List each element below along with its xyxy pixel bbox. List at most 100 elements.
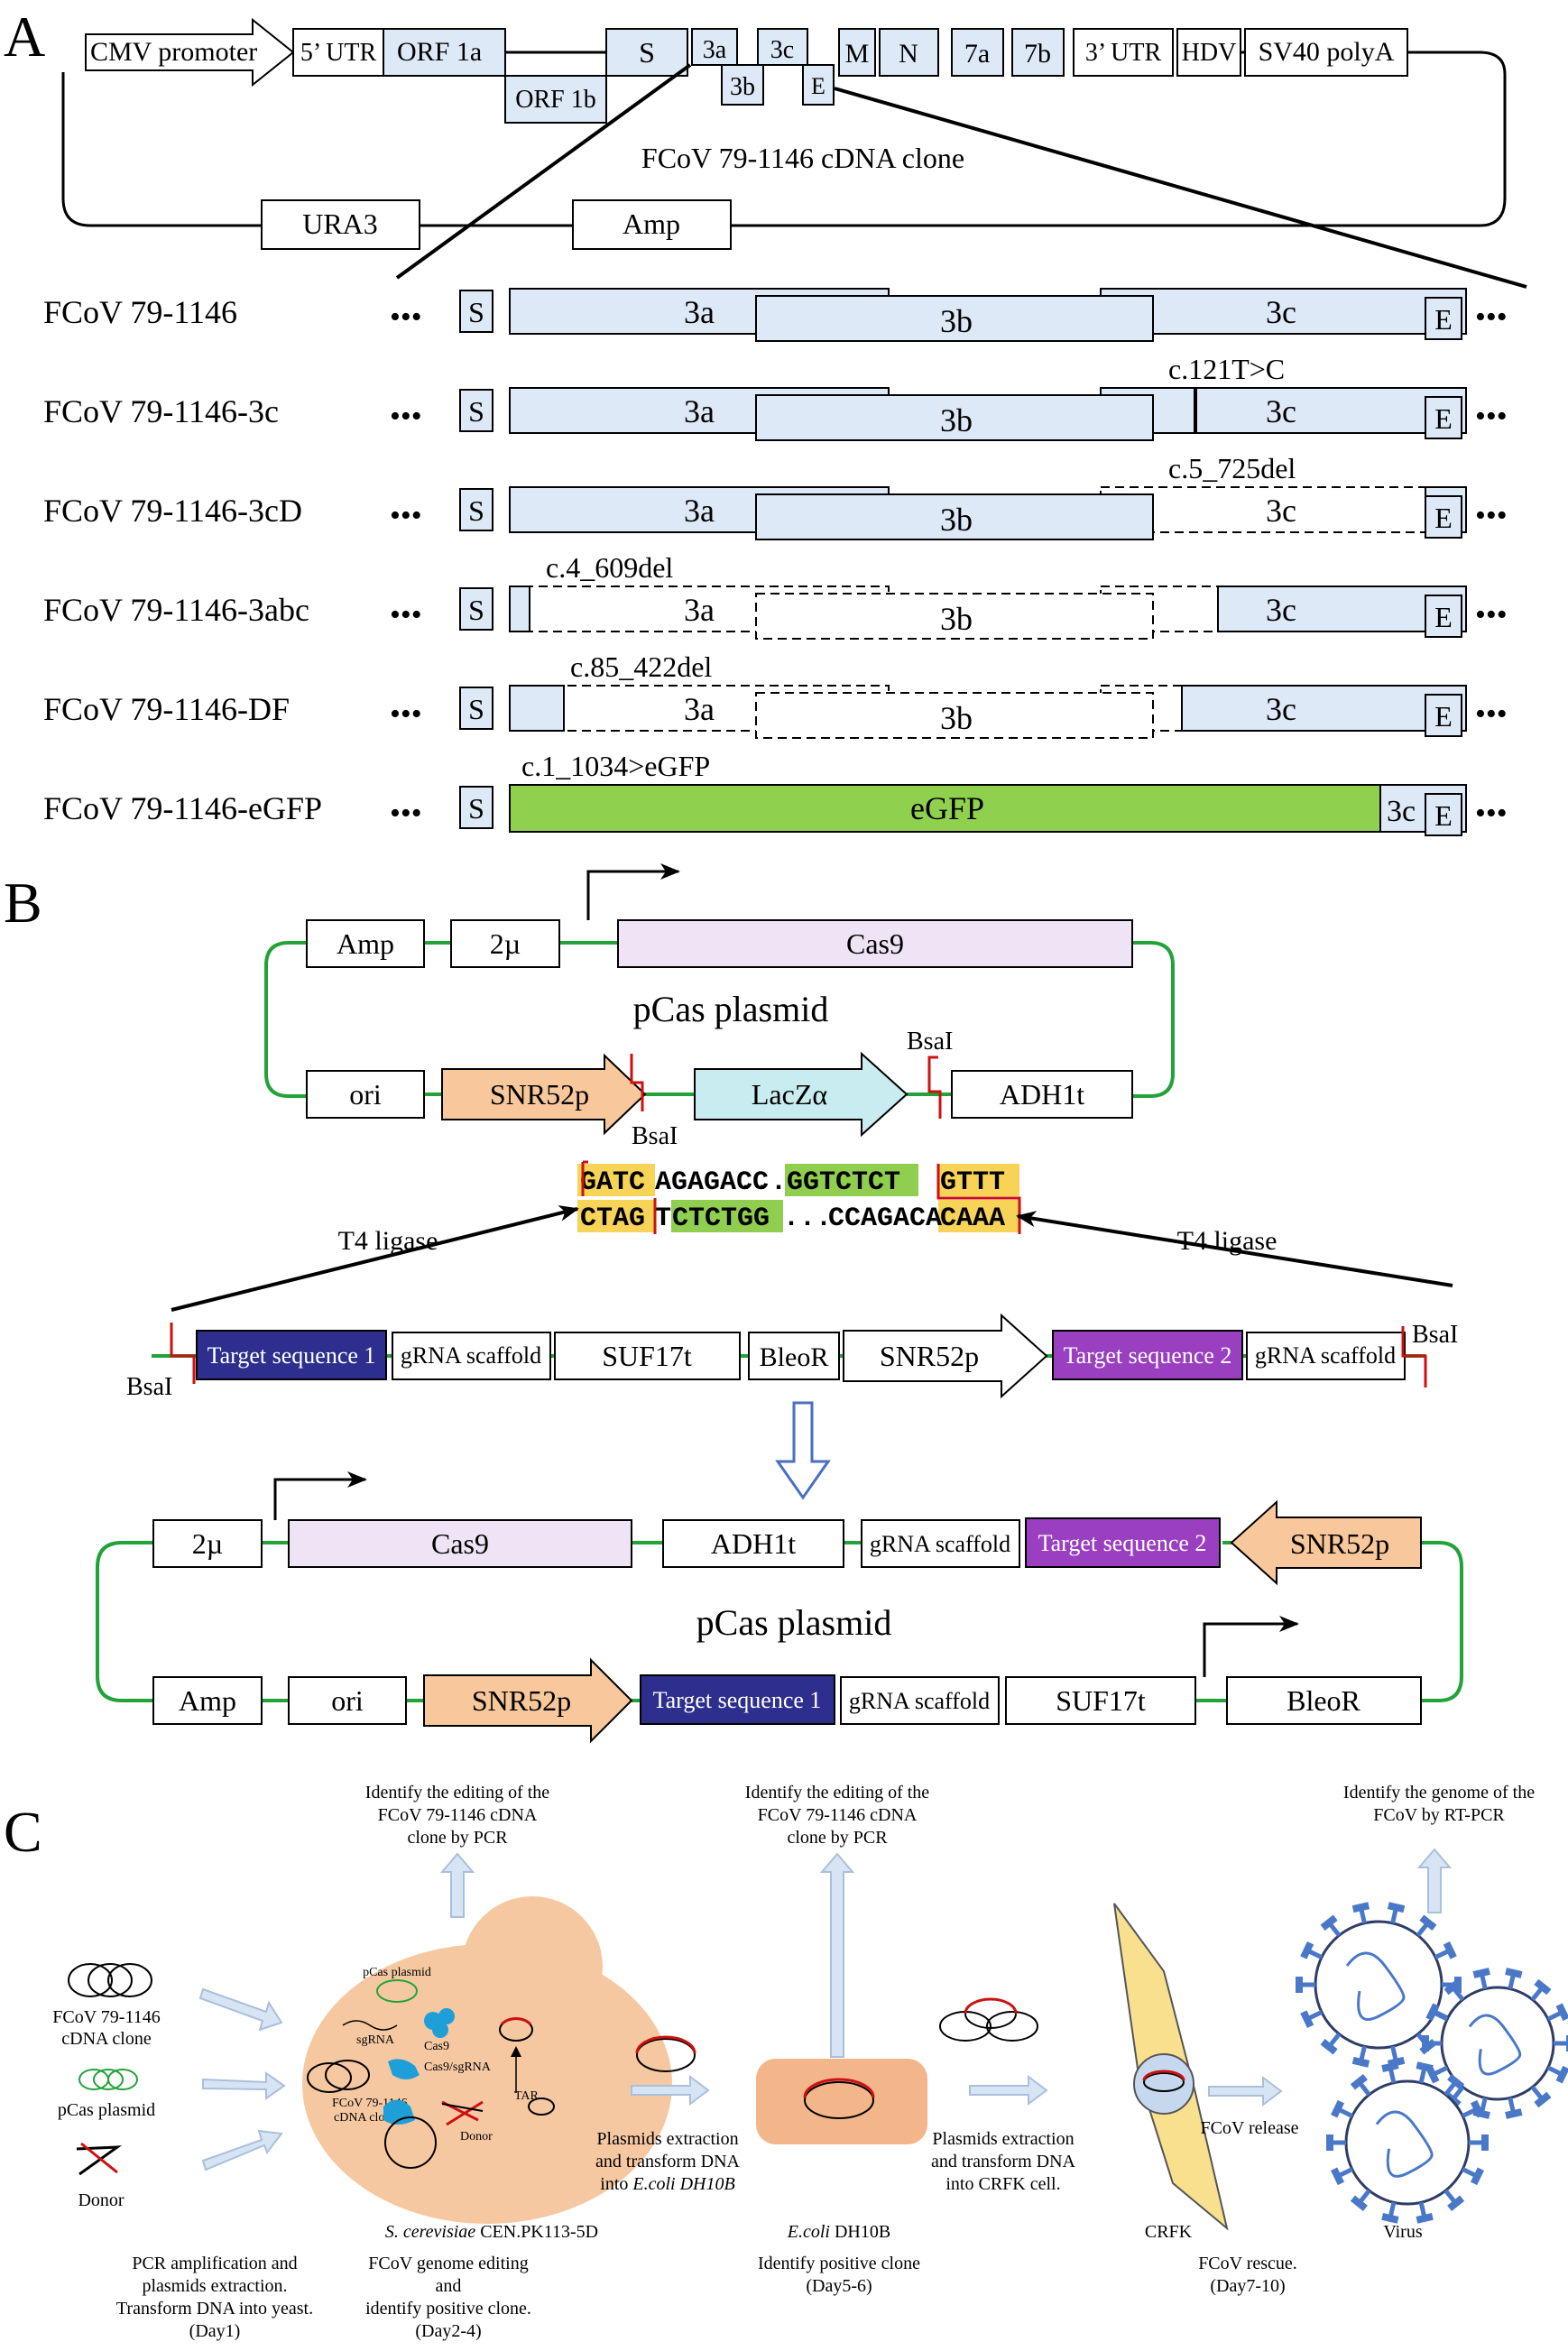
- hdv-label: HDV: [1182, 39, 1237, 67]
- p1-snr52p-label: SNR52p: [490, 1078, 589, 1111]
- insert-snr52p-label: SNR52p: [880, 1340, 979, 1372]
- label-3b-row-1: 3b: [940, 402, 973, 438]
- p1-bsai-left-cut: [630, 1054, 644, 1111]
- pcas-plasmid-1: Amp 2µ Cas9 pCas plasmid ori SNR52p LacZ…: [264, 863, 1175, 1150]
- e-box: [802, 64, 835, 106]
- label-3c-row-1: 3c: [1266, 393, 1296, 429]
- crfk-cell: CRFK: [1113, 1903, 1229, 2242]
- e-label-row-1: E: [1434, 402, 1453, 435]
- label-3b-row-2: 3b: [940, 502, 973, 538]
- arrow-to-virus: [1208, 2076, 1283, 2107]
- s-label-row-5: S: [468, 792, 484, 825]
- day2-line3: identify positive clone.: [365, 2299, 531, 2319]
- input-arrow-1: [198, 1987, 283, 2032]
- day7-line1: FCoV rescue.: [1198, 2254, 1297, 2273]
- label-3c-row-4: 3c: [1266, 691, 1296, 727]
- insert-scaffold2-box: [1246, 1332, 1406, 1380]
- orf1b-box: [504, 75, 607, 124]
- insert-bsai-right-label: BsaI: [1412, 1321, 1458, 1349]
- p1-ori-label: ori: [349, 1078, 382, 1111]
- p1-title: pCas plasmid: [633, 989, 829, 1029]
- panel-label-b: B: [4, 871, 42, 935]
- p1-promoter-arrow: [586, 863, 680, 920]
- yeast-sgrna-label: sgRNA: [356, 2033, 395, 2047]
- e-label-row-4: E: [1434, 700, 1453, 733]
- e-box-row-0: [1425, 297, 1462, 340]
- construct-name-0: FCoV 79-1146: [43, 294, 237, 330]
- p2-bleor-box: [1226, 1676, 1422, 1725]
- virus-label: Virus: [1383, 2222, 1422, 2242]
- p2-suf17t-box: [1005, 1676, 1196, 1725]
- cmv-promoter-arrow: [85, 17, 295, 88]
- timeline-text: PCR amplification and plasmids extractio…: [116, 2254, 1297, 2341]
- seq-top-4: GGTCTCT: [787, 1167, 900, 1198]
- ecoli-cell: E.coli DH10B: [756, 2059, 927, 2242]
- seq-bottom-6: CAAA: [940, 1203, 1005, 1234]
- p2-snr52p-top-label: SNR52p: [1290, 1527, 1389, 1560]
- label-3b-row-4: 3b: [940, 700, 973, 736]
- 7a-box: [951, 28, 1004, 77]
- input-arrow-2: [202, 2071, 286, 2100]
- input-donor-label: Donor: [78, 2190, 124, 2210]
- insert-target2-label: Target sequence 2: [1064, 1342, 1232, 1369]
- 7a-label: 7a: [964, 39, 990, 69]
- ecoli-body: [756, 2059, 927, 2144]
- 3c-label: 3c: [770, 36, 794, 64]
- seq-top-5: GTTT: [940, 1167, 1005, 1198]
- identify2-line3: clone by PCR: [787, 1828, 888, 1848]
- clone-title: FCoV 79-1146 cDNA clone: [641, 142, 964, 174]
- construct-name-1: FCoV 79-1146-3c: [43, 393, 279, 429]
- p1-2mu-label: 2µ: [490, 927, 521, 960]
- ura3-label: URA3: [302, 207, 378, 240]
- seq-bottom-yellow-left: [577, 1200, 655, 1232]
- p1-ori-box: [306, 1070, 425, 1119]
- p1-cas9-box: [617, 919, 1133, 968]
- yeast-donor-label: Donor: [460, 2130, 493, 2144]
- orf1b-label: ORF 1b: [515, 86, 595, 114]
- panel-label-a: A: [4, 5, 45, 69]
- t4-ligase-left-arrow: [171, 1205, 579, 1312]
- insert-scaffold1-label: gRNA scaffold: [401, 1342, 541, 1369]
- insert-snr52p-arrow: [843, 1313, 1048, 1399]
- insert-suf17t-box: [554, 1332, 741, 1380]
- day5-line2: (Day5-6): [806, 2276, 872, 2296]
- day1-line3: Transform DNA into yeast.: [116, 2299, 313, 2319]
- step3-line3: into CRFK cell.: [945, 2174, 1060, 2194]
- e-box-row-2: [1425, 495, 1462, 539]
- 3a-label: 3a: [703, 36, 727, 64]
- t4-ligase-right-arrow: [1016, 1211, 1453, 1287]
- p2-amp-label: Amp: [179, 1684, 236, 1717]
- polya-label: SV40 polyA: [1259, 37, 1395, 67]
- 7b-box: [1011, 28, 1065, 77]
- insert-target1-box: [196, 1330, 387, 1380]
- p2-target1-label: Target sequence 1: [653, 1687, 822, 1713]
- amp-label: Amp: [623, 207, 680, 240]
- s-box-row-1: [459, 389, 493, 432]
- day2-line2: and: [436, 2276, 462, 2296]
- gene-3c-row-0: [1100, 288, 1467, 335]
- insert-bsai-left-label: BsaI: [126, 1373, 172, 1401]
- s-box-row-2: [459, 488, 493, 531]
- p2-promoter-arrow-bottom: [1203, 1616, 1299, 1677]
- p2-title: pCas plasmid: [696, 1602, 892, 1643]
- p2-2mu-label: 2µ: [192, 1527, 223, 1560]
- yeast-pcas-label: pCas plasmid: [363, 1966, 431, 1979]
- virus-particle-1: [1422, 1968, 1568, 2119]
- 3b-box: [721, 64, 764, 106]
- step2-line3: into E.coli DH10B: [600, 2174, 734, 2194]
- p2-adh1t-box: [662, 1519, 844, 1568]
- ellipsis-left-5: •••: [390, 797, 422, 830]
- seq-bottom-2: T: [655, 1203, 671, 1234]
- seq-bottom-5: CCAGACA: [828, 1203, 942, 1234]
- zoom-line-left: [395, 63, 692, 280]
- ecoli-italic: E.coli: [787, 2222, 830, 2242]
- construct-name-3: FCoV 79-1146-3abc: [43, 592, 309, 628]
- yeast-cas9sgrna-label: Cas9/sgRNA: [424, 2061, 492, 2074]
- s-box-row-3: [459, 587, 493, 631]
- s-label-row-1: S: [468, 395, 484, 428]
- p1-bsai-right-cut: [927, 1056, 942, 1119]
- mutation-label-5: c.1_1034>eGFP: [521, 750, 710, 782]
- ura3-box: [261, 199, 420, 250]
